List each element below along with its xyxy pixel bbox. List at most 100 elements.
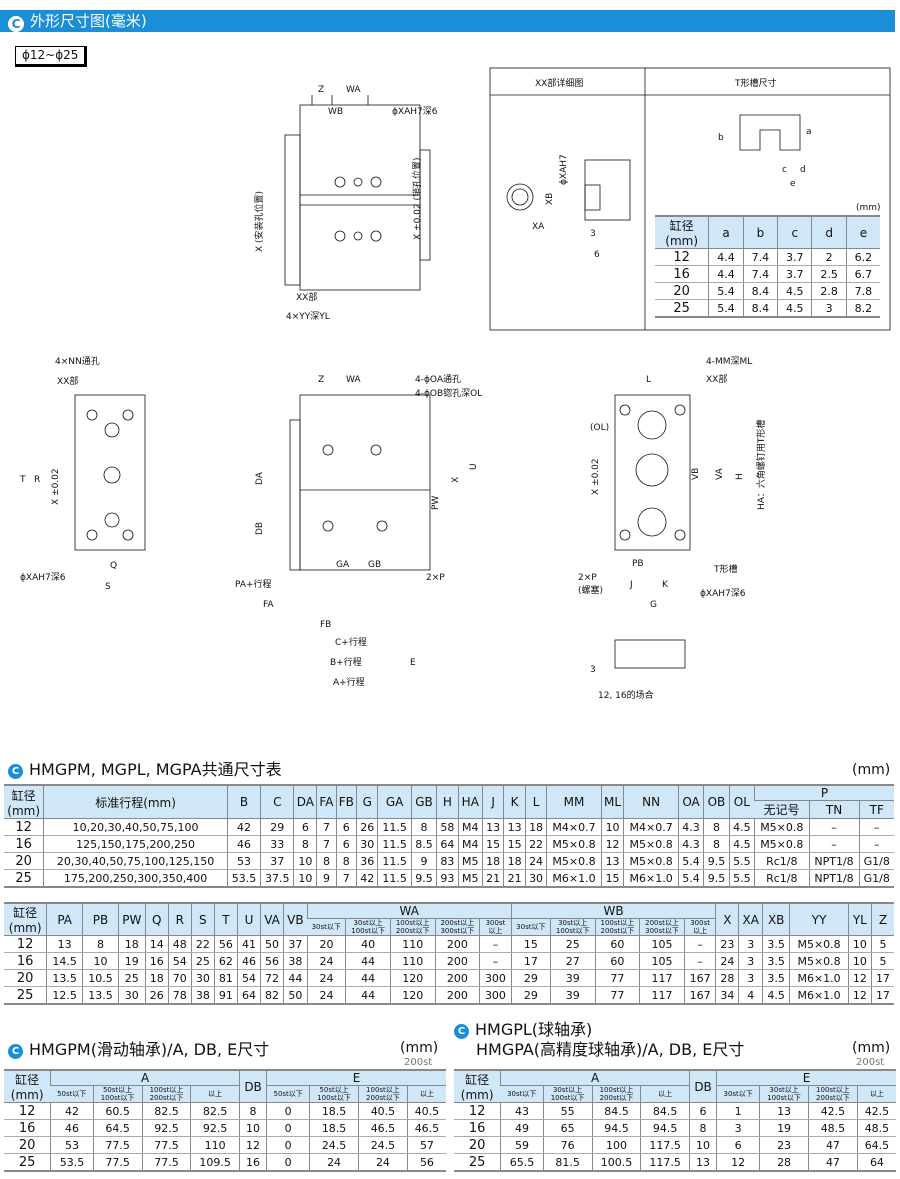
front-view-drawing: Z WA WB ϕXAH7深6 X (安装孔位置) X ±0.02 (销孔位置)… xyxy=(253,85,438,322)
value-cell: 3.7 xyxy=(777,248,812,266)
value-cell: 72 xyxy=(260,969,284,987)
value-cell: 7 xyxy=(316,835,337,853)
column-header: 标准行程(mm) xyxy=(43,784,228,819)
dim-ga: GA xyxy=(336,560,350,570)
value-cell: 11.5 xyxy=(377,852,412,870)
value-cell: 18.5 xyxy=(309,1119,359,1137)
dim-d: d xyxy=(800,165,806,175)
column-header: NN xyxy=(623,784,679,819)
value-cell: 13 xyxy=(759,1102,809,1120)
column-header: 以上 xyxy=(640,1085,690,1103)
value-cell: 200 xyxy=(434,986,480,1005)
value-cell: 40.5 xyxy=(406,1102,446,1120)
value-cell: 59 xyxy=(500,1136,544,1154)
value-cell: 91 xyxy=(213,986,238,1005)
tslot-unit: (mm) xyxy=(856,203,881,213)
column-header: 30st以下 xyxy=(307,918,346,936)
bore-cell: 25 xyxy=(655,299,709,318)
value-cell: 0 xyxy=(266,1119,310,1137)
value-cell: 47 xyxy=(808,1153,858,1172)
value-cell: 6 xyxy=(335,818,357,836)
value-cell: M5×0.8 xyxy=(623,852,679,870)
value-cell: 22 xyxy=(524,835,547,853)
value-cell: 37.5 xyxy=(260,869,294,888)
column-header: WA xyxy=(306,902,512,919)
bore-cell: 20 xyxy=(454,1136,501,1154)
value-cell: 37 xyxy=(283,935,308,953)
value-cell: 81 xyxy=(213,969,238,987)
label-xx: XX部 xyxy=(296,291,317,303)
value-cell: 3 xyxy=(738,969,763,987)
bore-cell: 12 xyxy=(454,1102,501,1120)
value-cell: 46.5 xyxy=(358,1119,408,1137)
value-cell: 25 xyxy=(549,935,596,953)
value-cell: 53.5 xyxy=(50,1153,94,1172)
column-header: 以上 xyxy=(856,1085,896,1103)
dim-t: T xyxy=(19,475,26,485)
value-cell: 110 xyxy=(389,935,436,953)
value-cell: – xyxy=(479,935,512,953)
dim-x: X xyxy=(451,477,461,483)
value-cell: 53.5 xyxy=(226,869,261,888)
column-header: YL xyxy=(847,902,872,936)
column-header: 100st以上 200st以下 xyxy=(358,1085,408,1103)
value-cell: 38 xyxy=(283,952,308,970)
value-cell: 23 xyxy=(759,1136,809,1154)
dimension-drawings: Z WA WB ϕXAH7深6 X (安装孔位置) X ±0.02 (销孔位置)… xyxy=(19,67,891,701)
value-cell: 17 xyxy=(870,986,894,1005)
bore-cell: 20 xyxy=(4,852,44,870)
column-header: OB xyxy=(703,784,730,819)
value-cell: 8 xyxy=(703,835,730,853)
value-cell: 14.5 xyxy=(46,952,83,970)
value-cell: NPT1/8 xyxy=(808,852,860,870)
value-cell: 46 xyxy=(226,835,261,853)
dim-e: e xyxy=(790,179,796,189)
common-title-text: HMGPM, MGPL, MGPA共通尺寸表 xyxy=(29,760,282,779)
value-cell: 56 xyxy=(213,935,238,953)
dim-j: J xyxy=(629,580,633,590)
value-cell: 28 xyxy=(715,969,739,987)
value-cell: 30 xyxy=(356,835,378,853)
value-cell: 10 xyxy=(688,1136,717,1154)
value-cell: 30 xyxy=(524,869,547,888)
column-header: 50st以上 100st以下 xyxy=(92,1085,143,1103)
column-header: OA xyxy=(677,784,704,819)
column-header: HA xyxy=(457,784,483,819)
value-cell: 19 xyxy=(117,952,146,970)
value-cell: 94.5 xyxy=(640,1119,690,1137)
column-header: L xyxy=(524,784,547,819)
value-cell: 13 xyxy=(481,818,504,836)
value-cell: 30 xyxy=(117,986,146,1005)
column-header: XA xyxy=(738,902,763,936)
value-cell: 1 xyxy=(716,1102,760,1120)
value-cell: 12 xyxy=(238,1136,267,1154)
column-header: 50st以上 100st以下 xyxy=(309,1085,359,1103)
column-header: E xyxy=(716,1069,896,1086)
value-cell: G1/8 xyxy=(858,869,894,888)
value-cell: 14 xyxy=(144,935,169,953)
dim-pa: PA+行程 xyxy=(235,578,272,590)
value-cell: 30 xyxy=(190,969,215,987)
dim-g: G xyxy=(650,600,657,610)
value-cell: 120 xyxy=(389,969,436,987)
dim-da: DA xyxy=(255,471,265,485)
column-header: XB xyxy=(762,902,790,936)
column-header: G xyxy=(356,784,378,819)
column-header: DB xyxy=(238,1069,267,1103)
column-header: 100st以上 200st以下 xyxy=(808,1085,858,1103)
value-cell: 110 xyxy=(389,952,436,970)
value-cell: – xyxy=(808,835,860,853)
column-header: C xyxy=(260,784,294,819)
value-cell: 5 xyxy=(870,935,894,953)
value-cell: M5×0.8 xyxy=(623,835,679,853)
value-cell: 3 xyxy=(738,952,763,970)
value-cell: 10.5 xyxy=(82,969,119,987)
value-cell: 24.5 xyxy=(358,1136,408,1154)
